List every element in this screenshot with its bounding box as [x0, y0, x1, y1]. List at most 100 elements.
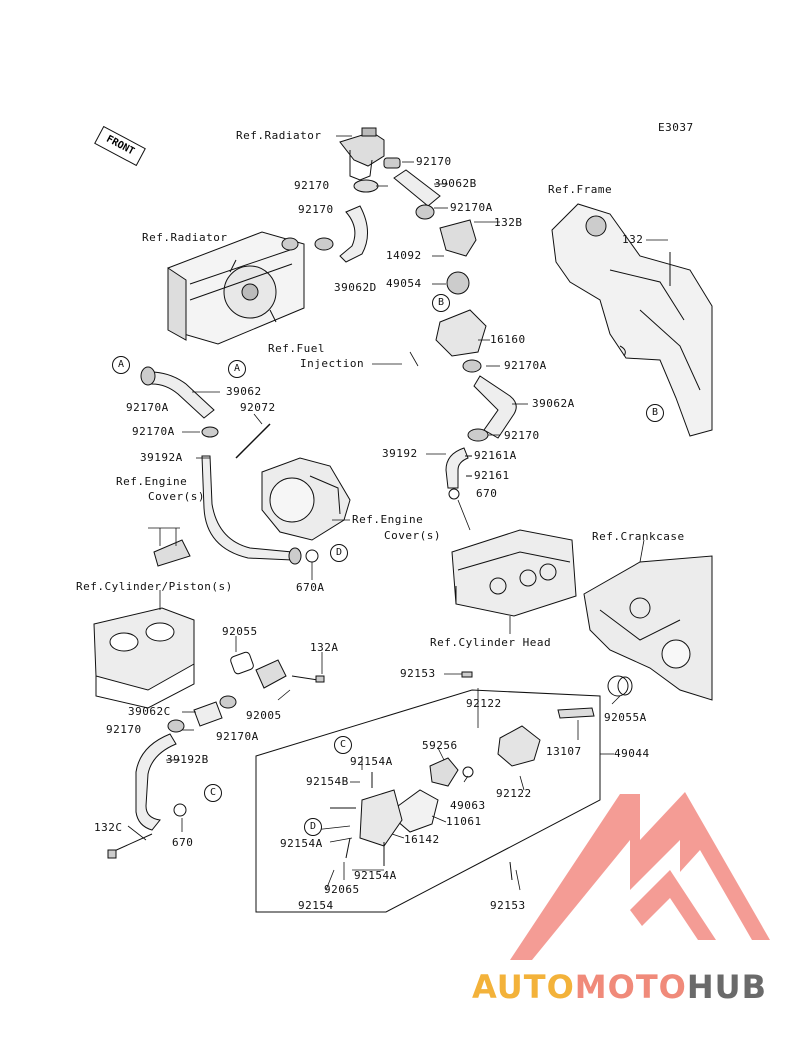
ref-engine-cover-right-label: Ref.Engine — [352, 513, 424, 526]
ref-radiator-label: Ref.Radiator — [142, 231, 228, 244]
part-label: 92170A — [450, 201, 493, 214]
part-label: 59256 — [422, 739, 458, 752]
hose-39062A-drawing — [473, 375, 517, 439]
ref-cylinder-piston-label: Ref.Cylinder/Piston(s) — [76, 580, 233, 593]
radiator-cap-drawing — [339, 127, 385, 181]
gasket-11061-drawing — [395, 789, 439, 833]
crankcase-drawing — [583, 555, 713, 701]
part-label: 39062 — [226, 385, 262, 398]
ref-cylinder-head-label: Ref.Cylinder Head — [430, 636, 552, 649]
part-label: 92170 — [294, 179, 330, 192]
part-label: 39062C — [128, 705, 171, 718]
fitting-92005-drawing — [255, 659, 287, 689]
ref-fuel-injection-label: Injection — [300, 357, 365, 370]
part-label: 92122 — [496, 787, 532, 800]
marker-b-frame: B — [646, 404, 664, 422]
part-label: 92170A — [132, 425, 175, 438]
marker-d-pipe: D — [330, 544, 348, 562]
part-label: 92170A — [126, 401, 169, 414]
part-label: 92055 — [222, 625, 258, 638]
part-label: 92170 — [298, 203, 334, 216]
marker-c-pump: C — [334, 736, 352, 754]
hose-39192B-drawing — [135, 733, 177, 831]
marker-d-pump: D — [304, 818, 322, 836]
part-label: 92122 — [466, 697, 502, 710]
part-label: 92055A — [604, 711, 647, 724]
part-label: 92161A — [474, 449, 517, 462]
ref-engine-cover-left-label: Ref.Engine — [116, 475, 188, 488]
wordmark-moto: MOTO — [574, 968, 687, 1006]
part-label: 49054 — [386, 277, 422, 290]
part-label: 670A — [296, 581, 325, 594]
ref-fuel-label: Ref.Fuel — [268, 342, 325, 355]
part-label: 670 — [172, 836, 194, 849]
part-label: 670 — [476, 487, 498, 500]
wordmark-hub: HUB — [686, 968, 768, 1006]
hose-39062-drawing — [149, 371, 215, 419]
part-label: 14092 — [386, 249, 422, 262]
automotohub-wordmark: AUTOMOTOHUB — [472, 968, 767, 1006]
part-label: 92170 — [504, 429, 540, 442]
thermostat-housing-drawing — [435, 309, 487, 357]
thermostat-cover-drawing — [439, 219, 477, 257]
part-label: 39062D — [334, 281, 377, 294]
part-label: 39062A — [532, 397, 575, 410]
part-label: 92005 — [246, 709, 282, 722]
ref-frame-label: Ref.Frame — [548, 183, 613, 196]
thermostat-drawing — [446, 271, 470, 295]
part-label: 11061 — [446, 815, 482, 828]
part-label: 132B — [494, 216, 523, 229]
cylinder-block-drawing — [93, 607, 195, 709]
part-label: 39192A — [140, 451, 183, 464]
part-label: 49063 — [450, 799, 486, 812]
cylinder-head-drawing — [451, 529, 577, 617]
part-label: 92153 — [490, 899, 526, 912]
pump-cover-drawing — [359, 789, 403, 847]
part-label: 92170A — [504, 359, 547, 372]
part-label: 92072 — [240, 401, 276, 414]
part-label: 92170A — [216, 730, 259, 743]
diagram-code: E3037 — [658, 121, 694, 134]
part-label: 49044 — [614, 747, 650, 760]
frame-drawing — [551, 203, 713, 437]
part-label: 132A — [310, 641, 339, 654]
shaft-13107-drawing — [557, 707, 595, 719]
marker-b-thermostat: B — [432, 294, 450, 312]
part-label: 16160 — [490, 333, 526, 346]
part-label: 92170 — [416, 155, 452, 168]
part-label: 132C — [94, 821, 123, 834]
part-label: 39062B — [434, 177, 477, 190]
hose-39062D-drawing — [339, 205, 368, 263]
gasket-92055-drawing — [230, 651, 254, 675]
part-label: 132 — [622, 233, 644, 246]
ref-radiator-top-label: Ref.Radiator — [236, 129, 322, 142]
ref-engine-cover-left-label-2: Cover(s) — [148, 490, 205, 503]
marker-a-hose: A — [112, 356, 130, 374]
part-label: 92154A — [354, 869, 397, 882]
marker-c-hose: C — [204, 784, 222, 802]
part-label: 92154A — [280, 837, 323, 850]
part-label: 92154B — [306, 775, 349, 788]
part-label: 92153 — [400, 667, 436, 680]
part-label: 16142 — [404, 833, 440, 846]
pipe-39192-drawing — [445, 447, 469, 489]
part-label: 92065 — [324, 883, 360, 896]
part-label: 92154A — [350, 755, 393, 768]
part-label: 92161 — [474, 469, 510, 482]
ref-engine-cover-right-label-2: Cover(s) — [384, 529, 441, 542]
pipe-92072-drawing — [235, 423, 271, 459]
part-label: 92170 — [106, 723, 142, 736]
impeller-59256-drawing — [429, 757, 459, 787]
pump-body-drawing — [497, 725, 541, 767]
automotohub-logo — [510, 792, 770, 960]
wordmark-auto: AUTO — [472, 968, 575, 1006]
hose-39062B-drawing — [393, 169, 441, 207]
part-label: 92154 — [298, 899, 334, 912]
part-label: 39192 — [382, 447, 418, 460]
engine-cover-drawing — [153, 457, 351, 567]
assembly-outline — [255, 689, 601, 913]
clamp-drawing — [383, 157, 401, 169]
part-label: 13107 — [546, 745, 582, 758]
marker-a-radiator: A — [228, 360, 246, 378]
